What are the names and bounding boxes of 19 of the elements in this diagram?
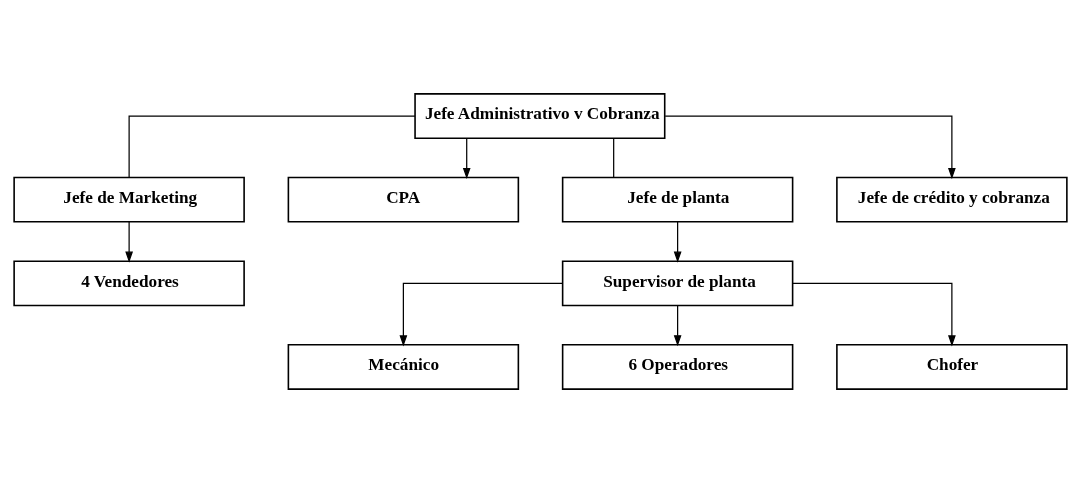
arrow xyxy=(673,305,682,347)
node-box: 6 Operadores xyxy=(561,344,794,390)
node-box: CPA xyxy=(287,176,520,223)
node-box: Jefe de planta xyxy=(561,176,794,223)
connector xyxy=(128,115,416,178)
arrow xyxy=(125,221,133,263)
node-box: 4 Vendedores xyxy=(13,260,245,307)
node-box: Mecánico xyxy=(287,344,520,390)
arrow xyxy=(462,137,471,180)
node-box: Jefe Administrativo v Cobranza xyxy=(414,93,666,139)
node-box: Supervisor de planta xyxy=(561,260,794,307)
arrow xyxy=(399,282,564,347)
arrow xyxy=(673,221,682,263)
node-box: Chofer xyxy=(836,344,1068,390)
arrow xyxy=(792,282,956,347)
node-box: Jefe de Marketing xyxy=(13,176,245,223)
arrow xyxy=(664,115,956,180)
connector xyxy=(613,137,615,178)
node-box: Jefe de crédito y cobranza xyxy=(836,176,1068,223)
